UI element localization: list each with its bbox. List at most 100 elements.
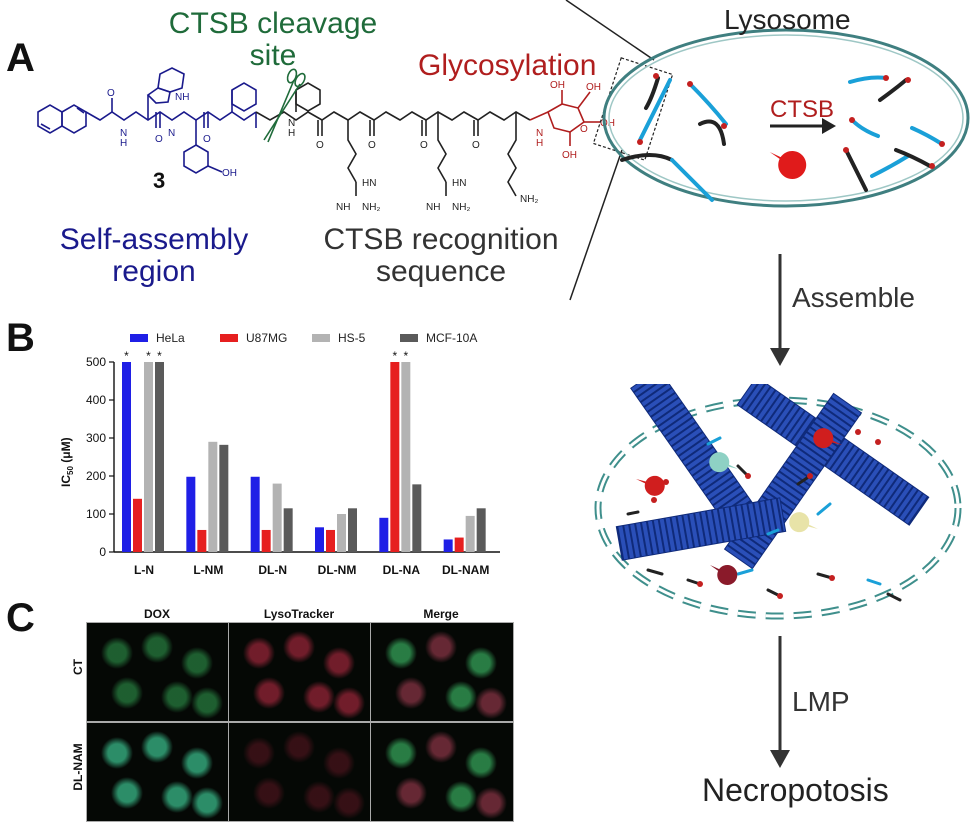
- micrograph-dl-nam-lysotracker: [228, 722, 372, 822]
- bar: [208, 441, 218, 552]
- panel-a-letter: A: [6, 36, 35, 80]
- atom-o-1: O: [107, 88, 115, 99]
- bar: [337, 514, 346, 552]
- tyrosine-side-chain: [183, 120, 223, 174]
- micrograph-ct-dox: [86, 622, 230, 722]
- phenylalanine-side-chain-1: [231, 82, 257, 112]
- y-tick-label: 0: [99, 545, 106, 559]
- bar: [326, 529, 335, 552]
- significance-star: *: [392, 349, 397, 363]
- arginine-side-chain-1: [347, 120, 357, 196]
- micrograph-ct-merge: [370, 622, 514, 722]
- bar: [186, 476, 196, 552]
- cleavage-site-label: CTSB cleavage site: [168, 8, 378, 71]
- glycosylation-label: Glycosylation: [418, 49, 597, 82]
- bar: [443, 539, 453, 552]
- arginine-side-chain-2: [437, 112, 447, 196]
- legend-swatch: [220, 334, 238, 342]
- atom-o-3: O: [203, 134, 211, 145]
- recognition-line2: sequence: [375, 254, 507, 288]
- atom-o-2: O: [155, 134, 163, 145]
- arg-hn-1: HN: [362, 178, 376, 189]
- row-label-ct: CT: [71, 659, 85, 675]
- legend-label: HeLa: [156, 331, 185, 345]
- column-label-lysotracker: LysoTracker: [263, 607, 335, 621]
- bar: [379, 517, 389, 552]
- x-tick-label: L-NM: [193, 563, 223, 577]
- sugar-o: O: [580, 124, 588, 135]
- x-tick-label: DL-NA: [383, 563, 421, 577]
- ctsb-label: CTSB: [770, 96, 835, 123]
- bar: [219, 444, 229, 552]
- sugar-oh-4: OH: [562, 150, 577, 161]
- arg-hn-2: HN: [452, 178, 466, 189]
- panel-b-letter: B: [6, 316, 35, 360]
- x-tick-label: DL-N: [258, 563, 287, 577]
- y-tick-label: 300: [86, 431, 106, 445]
- y-tick-label: 500: [86, 355, 106, 369]
- bar: [155, 362, 164, 552]
- arg-nh-1: NH: [336, 202, 350, 213]
- lysosome-membrane: [602, 28, 970, 208]
- arg-nh2-2: NH₂: [452, 202, 470, 213]
- atom-n-3: N: [288, 118, 295, 129]
- tryptophan-side-chain: [146, 67, 185, 120]
- sugar-oh-1: OH: [550, 80, 565, 91]
- y-tick-label: 200: [86, 469, 106, 483]
- backbone-blue: [85, 111, 257, 121]
- column-label-dox: DOX: [143, 607, 170, 621]
- significance-star: *: [157, 349, 162, 363]
- sugar-oh-2: OH: [586, 82, 601, 93]
- cleavage-site-line2: site: [249, 38, 297, 72]
- bar: [315, 527, 324, 552]
- bar: [454, 537, 464, 552]
- atom-o-4: O: [316, 140, 324, 151]
- legend-label: MCF-10A: [426, 331, 477, 345]
- atom-o-6: O: [420, 140, 428, 151]
- sugar-oh-3: OH: [600, 118, 615, 129]
- panel-c-letter: C: [6, 596, 35, 640]
- significance-star: *: [124, 349, 129, 363]
- backbone-black: [255, 111, 531, 121]
- significance-star: *: [403, 349, 408, 363]
- arg-nh2-1: NH₂: [362, 202, 380, 213]
- atom-n-2: N: [168, 128, 175, 139]
- row-label-dl-nam: DL-NAM: [71, 743, 85, 791]
- legend-label: HS-5: [338, 331, 366, 345]
- bar: [197, 529, 207, 552]
- legend-swatch: [312, 334, 330, 342]
- peptide-strands: [620, 75, 944, 202]
- y-tick-label: 400: [86, 393, 106, 407]
- legend-swatch: [130, 334, 148, 342]
- trp-nh-label: NH: [175, 92, 189, 103]
- fiber-4: [615, 497, 787, 561]
- lmp-label: LMP: [792, 686, 850, 717]
- cleavage-site-line1: CTSB cleavage: [168, 7, 378, 40]
- sugar-h: H: [536, 138, 543, 149]
- bar: [412, 484, 422, 552]
- sugar-ring: [529, 90, 600, 146]
- bar: [261, 529, 271, 552]
- tyr-oh-label: OH: [222, 168, 237, 179]
- bar: [465, 515, 475, 552]
- phenylalanine-side-chain-2: [295, 82, 321, 112]
- compound-number: 3: [153, 168, 166, 193]
- significance-star: *: [146, 349, 151, 363]
- naphthalene-ring: [37, 104, 87, 134]
- sugar-n: N: [536, 128, 543, 139]
- self-assembly-line2: region: [112, 254, 196, 288]
- self-assembly-line1: Self-assembly: [59, 223, 249, 256]
- legend-swatch: [400, 334, 418, 342]
- micrograph-dl-nam-dox: [86, 722, 230, 822]
- bar: [133, 498, 142, 552]
- bar: [476, 508, 486, 552]
- bar: [250, 476, 260, 552]
- lys-nh2: NH₂: [520, 194, 538, 205]
- peptide-structure: NH N H O N O O OH N H O O O O HN HN NH N…: [37, 67, 615, 213]
- lysosome-label: Lysosome: [724, 4, 851, 35]
- necropotosis-label: Necropotosis: [702, 772, 889, 808]
- atom-h-3: H: [288, 128, 295, 139]
- arg-nh-2: NH: [426, 202, 440, 213]
- atom-o-7: O: [472, 140, 480, 151]
